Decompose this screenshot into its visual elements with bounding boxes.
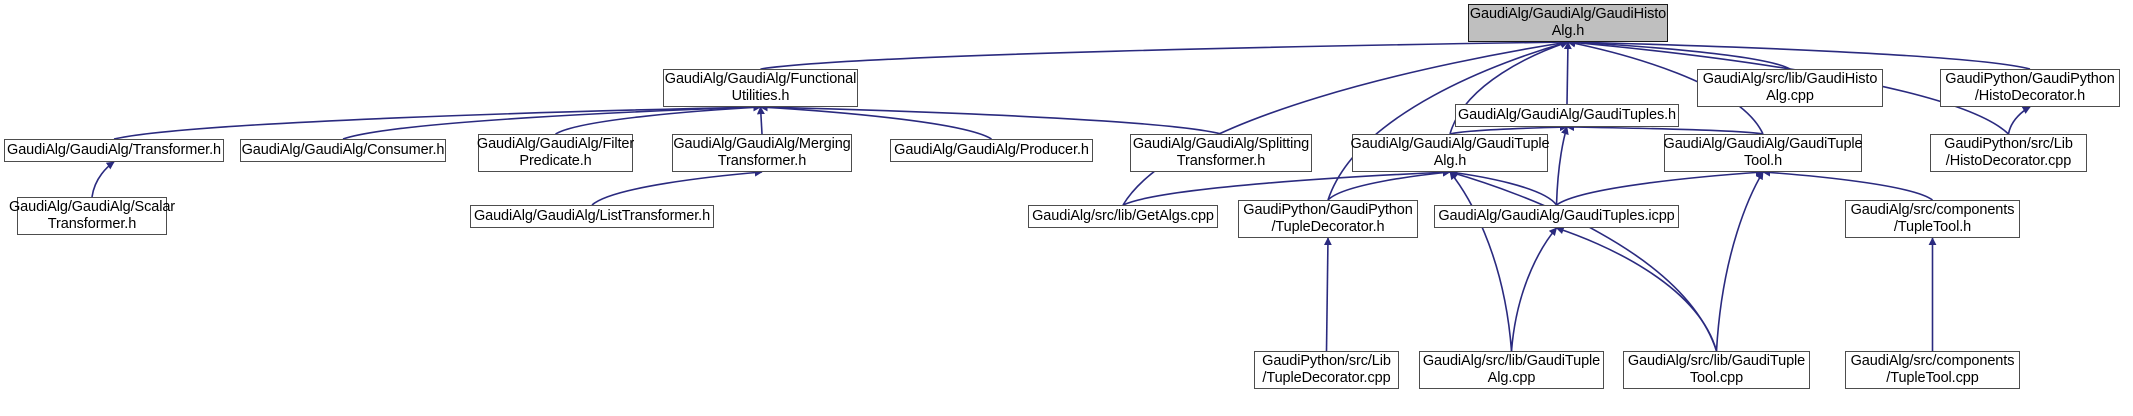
graph-node-label: GaudiAlg/GaudiAlg/Consumer.h bbox=[241, 142, 445, 158]
graph-node-label: GaudiAlg/GaudiAlg/ListTransformer.h bbox=[473, 208, 711, 224]
graph-node[interactable]: GaudiAlg/GaudiAlg/GaudiTuple Tool.h bbox=[1664, 134, 1863, 172]
graph-node[interactable]: GaudiAlg/GaudiAlg/Producer.h bbox=[890, 139, 1093, 162]
graph-edge bbox=[1555, 226, 1718, 352]
graph-node[interactable]: GaudiAlg/GaudiAlg/GaudiTuples.icpp bbox=[1434, 205, 1679, 228]
graph-node[interactable]: GaudiAlg/GaudiAlg/GaudiTuples.h bbox=[1455, 104, 1679, 127]
graph-node[interactable]: GaudiAlg/src/lib/GaudiTuple Tool.cpp bbox=[1623, 351, 1810, 389]
graph-edge bbox=[91, 161, 115, 198]
graph-edge bbox=[1449, 123, 1568, 135]
graph-node[interactable]: GaudiPython/src/Lib /TupleDecorator.cpp bbox=[1254, 351, 1399, 389]
graph-node-label: GaudiAlg/src/components /TupleTool.cpp bbox=[1850, 353, 2015, 386]
graph-node[interactable]: GaudiPython/GaudiPython /HistoDecorator.… bbox=[1940, 69, 2120, 107]
graph-node-label: GaudiAlg/GaudiAlg/Filter Predicate.h bbox=[476, 136, 635, 169]
graph-edge bbox=[2007, 106, 2031, 135]
graph-node[interactable]: GaudiAlg/src/lib/GaudiTuple Alg.cpp bbox=[1419, 351, 1604, 389]
graph-edge bbox=[1556, 168, 1764, 206]
graph-node-label: GaudiAlg/GaudiAlg/Producer.h bbox=[894, 142, 1089, 158]
graph-node-label: GaudiAlg/src/lib/GaudiTuple Tool.cpp bbox=[1627, 353, 1806, 386]
graph-edge bbox=[555, 103, 762, 135]
graph-node-label: GaudiPython/GaudiPython /TupleDecorator.… bbox=[1243, 202, 1413, 235]
graph-edge bbox=[1327, 168, 1451, 201]
graph-node[interactable]: GaudiAlg/src/components /TupleTool.h bbox=[1845, 200, 2020, 238]
graph-node-label: GaudiPython/GaudiPython /HistoDecorator.… bbox=[1945, 71, 2115, 104]
graph-node[interactable]: GaudiAlg/GaudiAlg/Consumer.h bbox=[240, 139, 446, 162]
graph-edge bbox=[760, 38, 1569, 70]
graph-node-label: GaudiAlg/src/lib/GaudiTuple Alg.cpp bbox=[1422, 353, 1601, 386]
graph-node-label: GaudiAlg/GaudiAlg/Splitting Transformer.… bbox=[1132, 136, 1310, 169]
graph-edge bbox=[1715, 171, 1764, 352]
graph-edge bbox=[1762, 168, 1933, 201]
graph-edge bbox=[1510, 227, 1558, 352]
graph-edge bbox=[1566, 123, 1764, 135]
graph-edge bbox=[1563, 41, 1572, 105]
graph-edge bbox=[113, 103, 762, 140]
graph-edge bbox=[1567, 38, 2031, 70]
graph-edge bbox=[759, 103, 1222, 135]
graph-node[interactable]: GaudiAlg/GaudiAlg/Filter Predicate.h bbox=[477, 134, 634, 172]
graph-node-label: GaudiAlg/GaudiAlg/Functional Utilities.h bbox=[664, 71, 857, 104]
graph-edge bbox=[1449, 171, 1513, 352]
graph-node-label: GaudiAlg/src/lib/GetAlgs.cpp bbox=[1032, 208, 1214, 224]
graph-node[interactable]: GaudiAlg/GaudiAlg/Splitting Transformer.… bbox=[1130, 134, 1312, 172]
graph-edge bbox=[1449, 168, 1558, 206]
graph-node[interactable]: GaudiAlg/GaudiAlg/GaudiTuple Alg.h bbox=[1351, 134, 1550, 172]
graph-node-label: GaudiAlg/GaudiAlg/Transformer.h bbox=[7, 142, 221, 158]
graph-edge bbox=[1323, 237, 1332, 352]
graph-node-label: GaudiAlg/GaudiAlg/Merging Transformer.h bbox=[673, 136, 851, 169]
graph-node[interactable]: GaudiAlg/GaudiAlg/Functional Utilities.h bbox=[663, 69, 858, 107]
graph-node-label: GaudiAlg/GaudiAlg/GaudiTuples.h bbox=[1457, 107, 1677, 123]
graph-edge bbox=[1449, 170, 1718, 352]
graph-node[interactable]: GaudiAlg/src/lib/GetAlgs.cpp bbox=[1028, 205, 1218, 228]
graph-node-label: GaudiAlg/GaudiAlg/GaudiTuple Alg.h bbox=[1350, 136, 1550, 169]
graph-edge bbox=[756, 106, 765, 135]
graph-node[interactable]: GaudiAlg/GaudiAlg/Scalar Transformer.h bbox=[9, 197, 175, 235]
graph-node: GaudiAlg/GaudiAlg/GaudiHisto Alg.h bbox=[1468, 4, 1668, 42]
graph-node[interactable]: GaudiAlg/src/lib/GaudiHisto Alg.cpp bbox=[1697, 69, 1883, 107]
graph-edge bbox=[591, 168, 763, 206]
graph-node-label: GaudiPython/src/Lib /TupleDecorator.cpp bbox=[1262, 353, 1391, 386]
graph-node-label: GaudiAlg/GaudiAlg/GaudiTuples.icpp bbox=[1438, 208, 1675, 224]
graph-node-label: GaudiAlg/src/lib/GaudiHisto Alg.cpp bbox=[1702, 71, 1878, 104]
graph-node-label: GaudiAlg/src/components /TupleTool.h bbox=[1850, 202, 2015, 235]
graph-node[interactable]: GaudiAlg/GaudiAlg/Merging Transformer.h bbox=[672, 134, 852, 172]
graph-edge bbox=[1555, 126, 1569, 206]
graph-node-label: GaudiAlg/GaudiAlg/GaudiHisto Alg.h bbox=[1469, 6, 1667, 39]
graph-node[interactable]: GaudiAlg/src/components /TupleTool.cpp bbox=[1845, 351, 2020, 389]
graph-node[interactable]: GaudiPython/src/Lib /HistoDecorator.cpp bbox=[1930, 134, 2087, 172]
graph-node[interactable]: GaudiPython/GaudiPython /TupleDecorator.… bbox=[1238, 200, 1418, 238]
graph-node[interactable]: GaudiAlg/GaudiAlg/ListTransformer.h bbox=[470, 205, 714, 228]
graph-node-label: GaudiPython/src/Lib /HistoDecorator.cpp bbox=[1944, 136, 2073, 169]
graph-node[interactable]: GaudiAlg/GaudiAlg/Transformer.h bbox=[4, 139, 224, 162]
graph-edge bbox=[1567, 38, 1791, 70]
graph-node-label: GaudiAlg/GaudiAlg/Scalar Transformer.h bbox=[8, 199, 176, 232]
graph-node-label: GaudiAlg/GaudiAlg/GaudiTuple Tool.h bbox=[1663, 136, 1863, 169]
